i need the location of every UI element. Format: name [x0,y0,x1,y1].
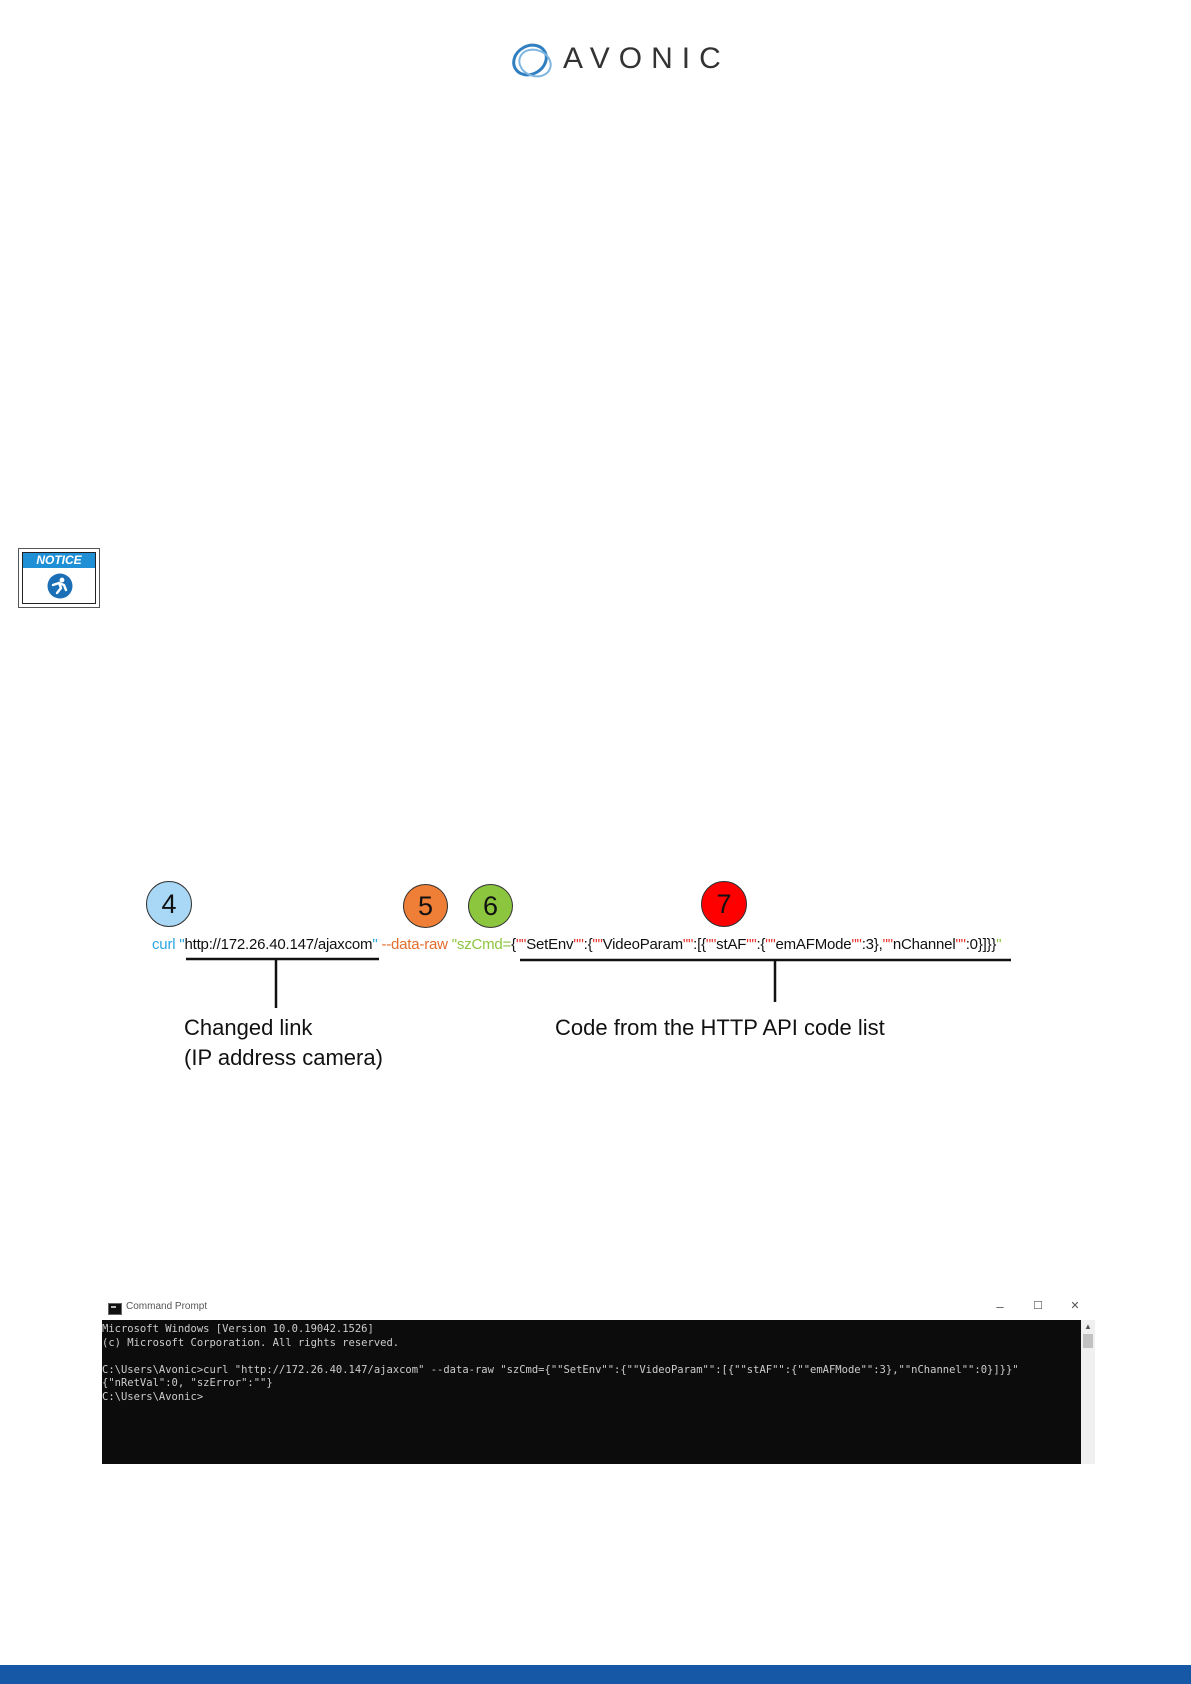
minimize-button[interactable]: – [996,1299,1004,1314]
maximize-button[interactable]: ☐ [1033,1300,1043,1312]
read-manual-icon [47,573,73,599]
bracket-lines [186,957,1011,1008]
camera-url: http://172.26.40.147/ajaxcom [184,936,373,953]
api-code: {""SetEnv"":{""VideoParam"":[{""stAF"":{… [511,936,997,953]
marker-5: 5 [403,884,448,928]
end-quote: " [996,936,1002,953]
notice-label: NOTICE [23,553,95,568]
logo-text: AVONIC [563,42,730,75]
footer-bar [0,1665,1191,1684]
marker-4: 4 [146,881,192,927]
avonic-logo-mark [512,43,552,78]
terminal-title: Command Prompt [126,1301,208,1312]
terminal-line: C:\Users\Avonic> [102,1390,204,1403]
curl-keyword: curl " [152,936,185,953]
avonic-logo [503,36,703,88]
terminal-titlebar[interactable]: Command Prompt – ☐ ✕ [102,1298,1095,1320]
url-bracket [186,957,379,1008]
code-bracket [520,958,1011,1002]
terminal-line: {"nRetVal":0, "szError":""} [102,1377,273,1390]
scroll-up-icon[interactable]: ▲ [1084,1322,1092,1331]
terminal-output[interactable]: Microsoft Windows [Version 10.0.19042.15… [102,1320,1081,1464]
terminal-icon [108,1303,122,1315]
terminal-line: C:\Users\Avonic>curl "http://172.26.40.1… [102,1363,1019,1376]
marker-6: 6 [468,884,513,928]
terminal-line: Microsoft Windows [Version 10.0.19042.15… [102,1323,374,1335]
changed-link-label: Changed link (IP address camera) [184,1015,383,1070]
url-close-quote: " [372,936,382,953]
api-code-label: Code from the HTTP API code list [555,1015,885,1040]
terminal-line: (c) Microsoft Corporation. All rights re… [102,1336,400,1349]
terminal-scrollbar[interactable]: ▲ [1081,1320,1095,1464]
scroll-thumb[interactable] [1083,1334,1093,1348]
curl-command: curl "http://172.26.40.147/ajaxcom" --da… [152,936,1002,953]
szcmd-prefix: "szCmd= [451,936,512,953]
close-button[interactable]: ✕ [1070,1300,1080,1312]
marker-7: 7 [701,881,747,927]
data-raw-flag: --data-raw [381,936,452,953]
terminal-line [102,1350,1081,1364]
notice-sign: NOTICE [18,548,100,608]
